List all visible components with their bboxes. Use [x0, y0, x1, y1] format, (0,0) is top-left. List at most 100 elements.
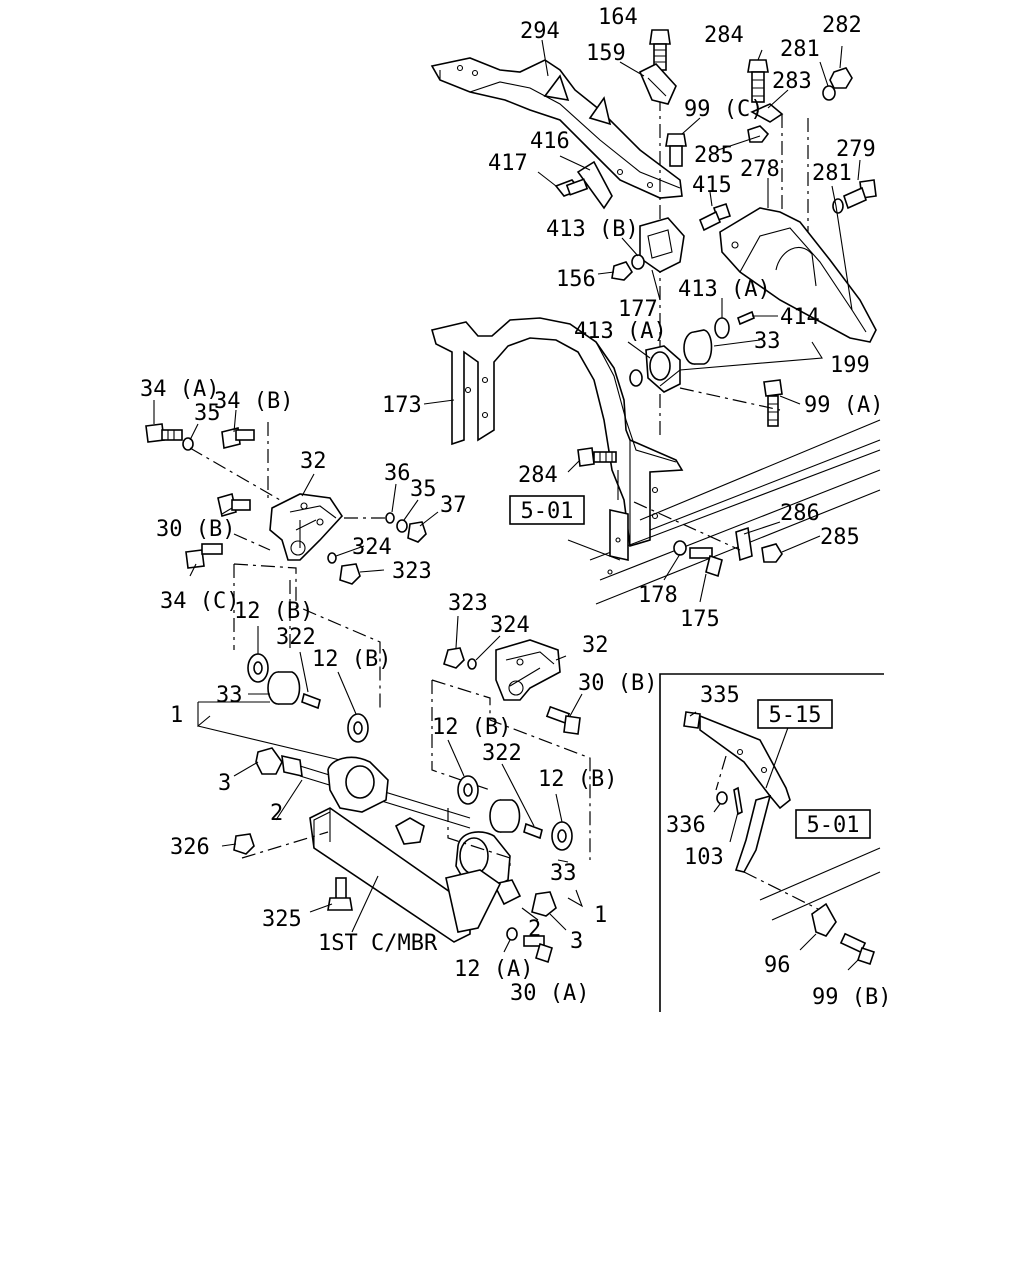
crossmember-294: [430, 57, 683, 199]
label-32b: 32: [582, 633, 609, 658]
sleeve-322-left: [301, 692, 321, 710]
bracket-32b: [495, 639, 561, 701]
bolt-34b: [221, 427, 255, 449]
label-285b: 285: [820, 525, 860, 550]
bolt-34c: [185, 543, 223, 569]
frame-173: [431, 317, 684, 548]
nut-326: [233, 833, 255, 855]
nut-37: [407, 521, 427, 543]
label-178: 178: [638, 583, 678, 608]
label-336: 336: [666, 813, 706, 838]
label-173: 173: [382, 393, 422, 418]
label-1st-cmbr: 1ST C/MBR: [318, 931, 438, 956]
leader-lines: [153, 39, 861, 971]
label-283: 283: [772, 69, 812, 94]
ref-box-5-01-main[interactable]: 5-01: [509, 495, 585, 525]
label-415: 415: [692, 173, 732, 198]
washer-413a-2: [629, 369, 643, 387]
nut-323a: [339, 563, 361, 585]
plate-286: [735, 526, 753, 562]
label-12b-1: 12 (B): [234, 599, 313, 624]
bolt-30b-upper: [217, 492, 251, 518]
svg-text:5-01: 5-01: [521, 499, 574, 524]
washer-12b-2: [347, 713, 369, 743]
label-36: 36: [384, 461, 411, 486]
bracket-177: [639, 217, 685, 273]
label-416: 416: [530, 129, 570, 154]
nut-156: [611, 261, 634, 281]
ref-box-5-15[interactable]: 5-15: [757, 699, 833, 729]
bolt-279: [843, 179, 877, 210]
label-156: 156: [556, 267, 596, 292]
label-3b: 3: [570, 929, 583, 954]
label-1: 1: [170, 703, 183, 728]
label-12a: 12 (A): [454, 957, 533, 982]
bracket-32a: [269, 493, 344, 561]
label-30b-2: 30 (B): [578, 671, 657, 696]
label-413a-2: 413 (A): [574, 319, 667, 344]
washer-336: [716, 791, 728, 805]
label-164: 164: [598, 5, 638, 30]
label-294: 294: [520, 19, 560, 44]
bolt-417: [554, 178, 589, 197]
inset-frame: [659, 673, 884, 1012]
label-278: 278: [740, 157, 780, 182]
rubber-33-top: [683, 329, 713, 365]
nut-282: [829, 67, 853, 89]
label-284: 284: [704, 23, 744, 48]
label-322b: 322: [482, 741, 522, 766]
label-284b: 284: [518, 463, 558, 488]
label-282: 282: [822, 13, 862, 38]
ref-box-5-01-inset[interactable]: 5-01: [795, 809, 871, 839]
bolt-164: [649, 29, 671, 71]
pin-414: [737, 310, 755, 326]
washer-12b-1: [247, 653, 269, 683]
label-177: 177: [618, 297, 658, 322]
label-12b-2: 12 (B): [312, 647, 391, 672]
label-33c: 33: [550, 861, 577, 886]
label-103: 103: [684, 845, 724, 870]
washer-12b-4: [551, 821, 573, 851]
washer-178: [673, 540, 687, 556]
label-2: 2: [270, 801, 283, 826]
crossmember-1st: [309, 807, 502, 943]
label-99b: 99 (B): [812, 985, 891, 1010]
bolt-99c: [665, 133, 687, 167]
label-37: 37: [440, 493, 467, 518]
label-30a: 30 (A): [510, 981, 589, 1006]
bolt-99a: [763, 379, 783, 427]
bolt-284-mid: [577, 447, 617, 467]
label-285: 285: [694, 143, 734, 168]
label-34a: 34 (A): [140, 377, 219, 402]
label-326: 326: [170, 835, 210, 860]
label-413b: 413 (B): [546, 217, 639, 242]
label-34c: 34 (C): [160, 589, 239, 614]
label-323: 323: [392, 559, 432, 584]
bracket-96: [811, 902, 837, 937]
plate-416: [576, 160, 613, 210]
callout-labels: 164 294 159 284 281 282 283 99 (C) 285 4…: [140, 5, 891, 1010]
label-322: 322: [276, 625, 316, 650]
bolt-415: [698, 202, 732, 232]
label-417: 417: [488, 151, 528, 176]
label-281b: 281: [812, 161, 852, 186]
label-12b-4: 12 (B): [538, 767, 617, 792]
label-413a-1: 413 (A): [678, 277, 771, 302]
rubber-33-left: [267, 671, 301, 705]
label-33b: 33: [216, 683, 243, 708]
label-323b: 323: [448, 591, 488, 616]
rubber-33-right: [489, 799, 521, 833]
bolt-325: [327, 877, 353, 911]
label-159: 159: [586, 41, 626, 66]
washer-324a: [327, 552, 337, 564]
label-34b: 34 (B): [214, 389, 293, 414]
label-32: 32: [300, 449, 327, 474]
label-99a: 99 (A): [804, 393, 883, 418]
label-96: 96: [764, 953, 791, 978]
nut-323b: [443, 647, 465, 669]
label-324b: 324: [490, 613, 530, 638]
label-335: 335: [700, 683, 740, 708]
washer-12b-3: [457, 775, 479, 805]
label-324: 324: [352, 535, 392, 560]
